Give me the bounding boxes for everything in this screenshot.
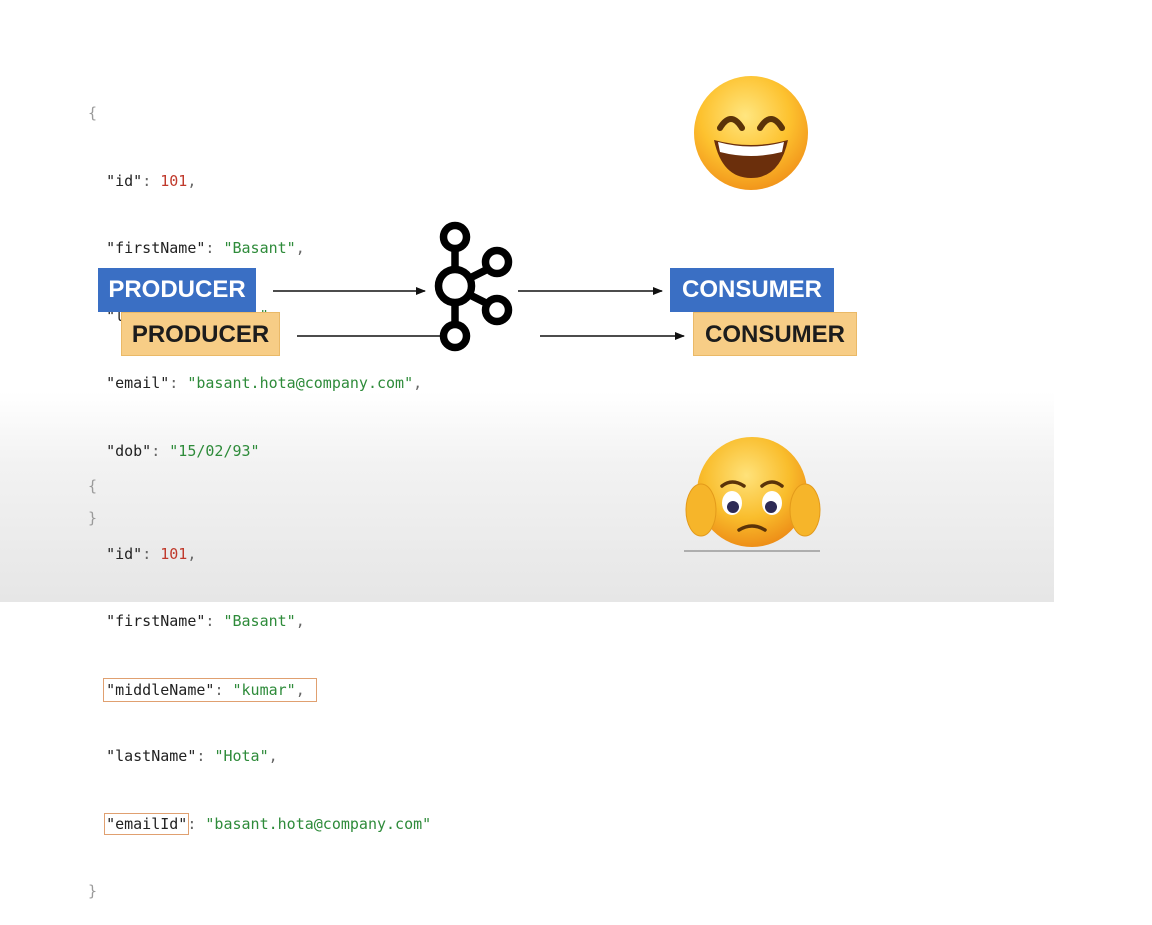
json-close-brace: } bbox=[88, 882, 98, 900]
json-line-added-field: "middleName": "kumar", bbox=[88, 677, 431, 702]
json-line: "id": 101, bbox=[106, 171, 197, 190]
smiling-emoji-icon bbox=[694, 76, 808, 190]
producer-box-v1: PRODUCER bbox=[98, 268, 256, 312]
diagram-graphics bbox=[273, 76, 821, 552]
json-line-renamed-field: "emailId": "basant.hota@company.com" bbox=[104, 812, 432, 835]
json-line: "email": "basant.hota@company.com", bbox=[106, 374, 423, 392]
consumer-box-v1: CONSUMER bbox=[670, 268, 834, 312]
lower-section-background bbox=[0, 392, 1054, 602]
kafka-logo-icon bbox=[434, 221, 513, 352]
json-line: "firstName": "Basant", bbox=[106, 612, 305, 630]
json-open-brace: { bbox=[88, 104, 98, 122]
json-line: "dob": "15/02/93" bbox=[106, 441, 260, 460]
renamed-field-highlight: "emailId" bbox=[104, 812, 190, 835]
json-line: "id": 101, bbox=[106, 544, 197, 563]
worried-emoji-icon bbox=[684, 437, 821, 552]
json-close-brace: } bbox=[88, 509, 98, 527]
json-open-brace: { bbox=[88, 477, 98, 495]
producer-box-v2: PRODUCER bbox=[121, 312, 280, 356]
json-line: "lastName": "Hota", bbox=[106, 747, 278, 765]
added-field-highlight: "middleName": "kumar", bbox=[103, 677, 317, 702]
consumer-box-v2: CONSUMER bbox=[693, 312, 857, 356]
json-line: "firstName": "Basant", bbox=[106, 239, 305, 257]
